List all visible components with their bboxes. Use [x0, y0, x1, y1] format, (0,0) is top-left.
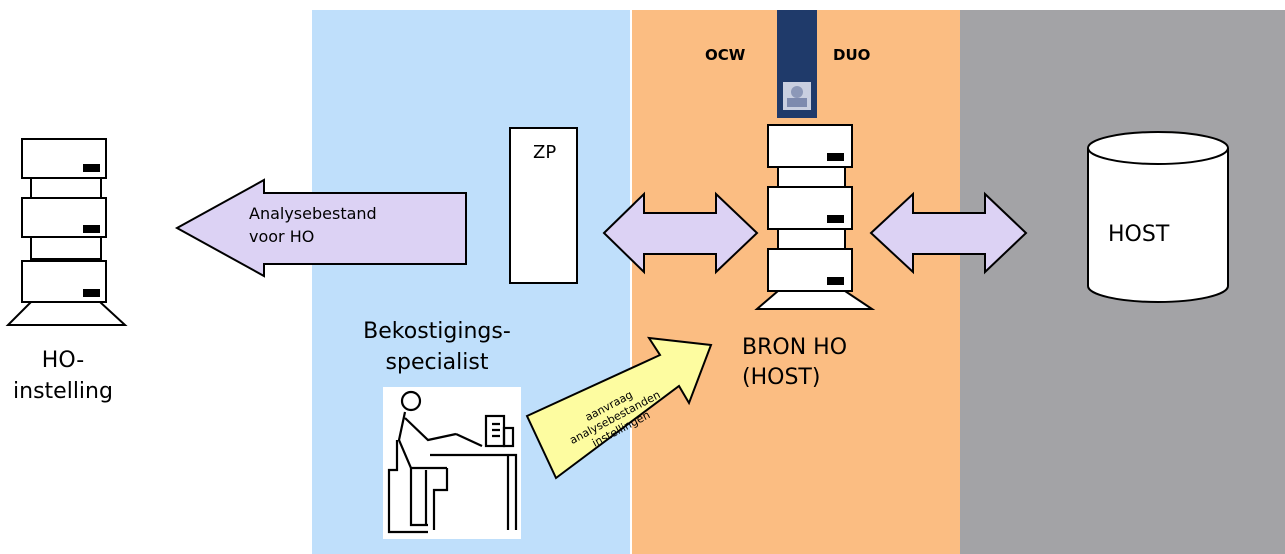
- person-at-computer-icon: [383, 387, 521, 539]
- logo-text-right: DUO: [833, 46, 871, 64]
- bron-host-double-arrow: [869, 191, 1028, 275]
- bron-ho-label: BRON HO (HOST): [742, 335, 848, 390]
- rijksoverheid-logo: [777, 10, 817, 118]
- ho-server-icon: [5, 138, 128, 326]
- analysebestand-label: Analysebestand voor HO: [249, 204, 377, 246]
- analysebestand-arrow: [174, 178, 467, 278]
- bron-ho-server-icon: [754, 124, 876, 310]
- host-db-label: HOST: [1108, 222, 1170, 247]
- zp-box: [509, 127, 578, 284]
- logo-text-left: OCW: [705, 46, 746, 64]
- bekostigings-specialist-label: Bekostigings- specialist: [363, 319, 511, 375]
- aanvraag-arrow: [525, 336, 713, 480]
- ho-instelling-label: HO- instelling: [13, 348, 113, 404]
- host-database-icon: [1087, 131, 1229, 303]
- zp-bron-double-arrow: [602, 191, 759, 275]
- zp-label: ZP: [533, 142, 557, 163]
